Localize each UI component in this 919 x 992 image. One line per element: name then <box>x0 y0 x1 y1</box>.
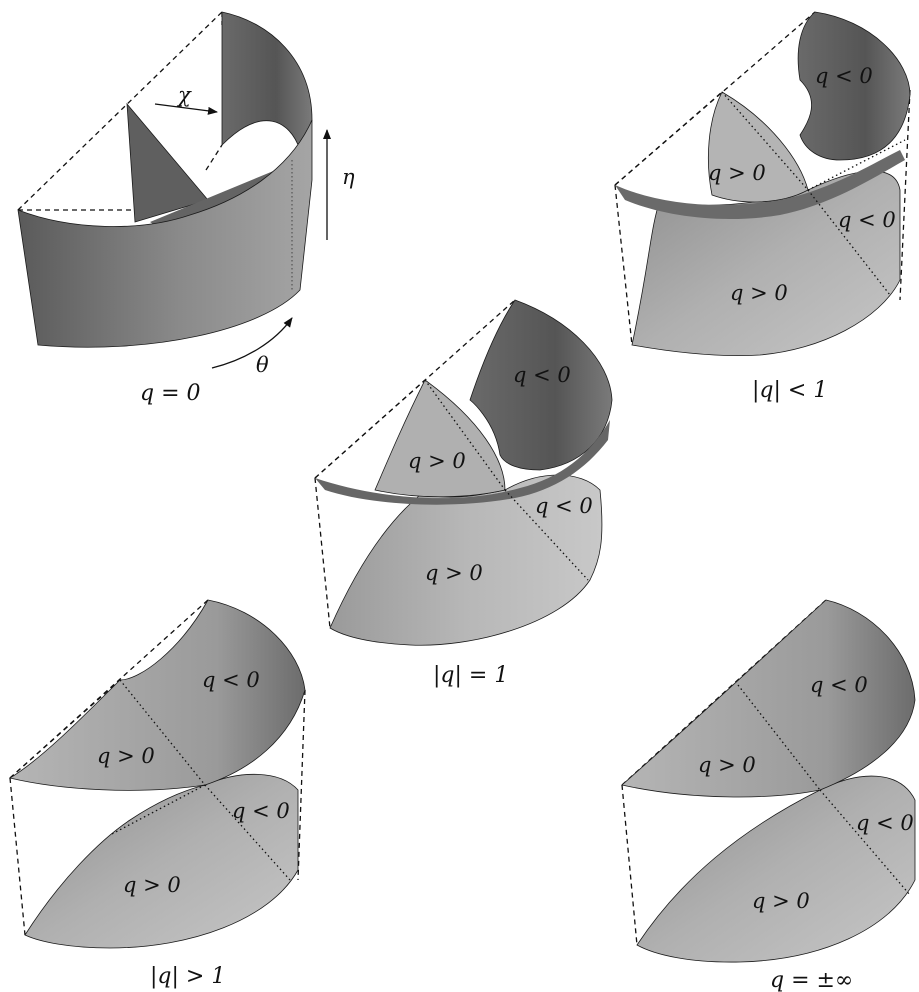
upper-surface <box>621 599 916 798</box>
eta-label: η <box>342 165 355 189</box>
right-dashed-edge <box>899 89 911 301</box>
panel-q-zero: χ η θ q = 0 <box>17 11 355 406</box>
left-dashed-edge <box>314 477 331 629</box>
region-label: q < 0 <box>810 673 868 697</box>
left-dashed-edge <box>621 784 638 946</box>
caption-q-eq-1: |q| = 1 <box>433 663 508 688</box>
ribbon-band <box>615 150 905 220</box>
region-label: q < 0 <box>202 668 260 692</box>
panel-q-inf: q < 0 q > 0 q < 0 q > 0 q = ±∞ <box>621 599 916 992</box>
region-label: q > 0 <box>123 873 181 897</box>
region-label: q < 0 <box>513 363 571 387</box>
caption-q-greater-1: |q| > 1 <box>150 964 225 989</box>
panel-q-eq-1: q < 0 q > 0 q < 0 q > 0 |q| = 1 <box>314 299 613 688</box>
upper-lobe-positive <box>374 379 506 498</box>
theta-arrow <box>211 317 293 369</box>
region-label: q > 0 <box>408 449 466 473</box>
region-label: q > 0 <box>752 889 810 913</box>
region-label: q < 0 <box>232 799 290 823</box>
region-label: q > 0 <box>97 744 155 768</box>
region-label: q < 0 <box>815 64 873 88</box>
dotted-divider <box>721 91 809 191</box>
left-dashed-edge <box>614 184 633 346</box>
region-label: q > 0 <box>425 561 483 585</box>
dotted-divider <box>204 784 291 881</box>
right-dashed-edge <box>297 689 306 881</box>
upper-curl-negative <box>469 299 613 471</box>
panel-q-greater-1: q < 0 q > 0 q < 0 q > 0 |q| > 1 <box>8 599 306 989</box>
upper-lobe-positive <box>707 91 809 203</box>
chi-label: χ <box>176 83 192 107</box>
inner-dashed-edge <box>205 144 223 171</box>
region-label: q < 0 <box>535 494 593 518</box>
dotted-divider <box>424 379 506 491</box>
top-dashed-edge <box>17 11 223 211</box>
dotted-divider <box>119 679 206 786</box>
dotted-divider <box>819 789 911 896</box>
region-label: q > 0 <box>730 281 788 305</box>
theta-label: θ <box>256 353 269 377</box>
ribbon-band <box>315 420 610 505</box>
lower-surface <box>636 775 916 963</box>
caption-q-inf: q = ±∞ <box>770 968 853 992</box>
top-dashed-edge <box>9 679 121 779</box>
upper-surface <box>8 599 306 791</box>
caption-q-less-1: |q| < 1 <box>752 378 827 403</box>
triangle-sheet <box>126 102 209 223</box>
region-label: q > 0 <box>708 161 766 185</box>
top-dashed-edge <box>314 379 426 479</box>
front-wall-surface <box>17 119 313 348</box>
region-label: q > 0 <box>698 753 756 777</box>
upper-curl-negative <box>797 11 911 161</box>
top-dashed-edge <box>614 91 723 186</box>
panel-q-less-1: q < 0 q > 0 q < 0 q > 0 |q| < 1 <box>614 11 911 403</box>
chi-arrow <box>154 103 218 115</box>
dotted-divider <box>807 139 906 191</box>
caption-q-zero: q = 0 <box>140 381 201 406</box>
back-wall-surface <box>221 11 313 152</box>
top-dashed-edge <box>614 11 816 186</box>
region-label: q < 0 <box>838 208 896 232</box>
left-dashed-edge <box>9 777 26 936</box>
region-label: q < 0 <box>856 811 914 835</box>
inner-strip <box>150 160 300 232</box>
